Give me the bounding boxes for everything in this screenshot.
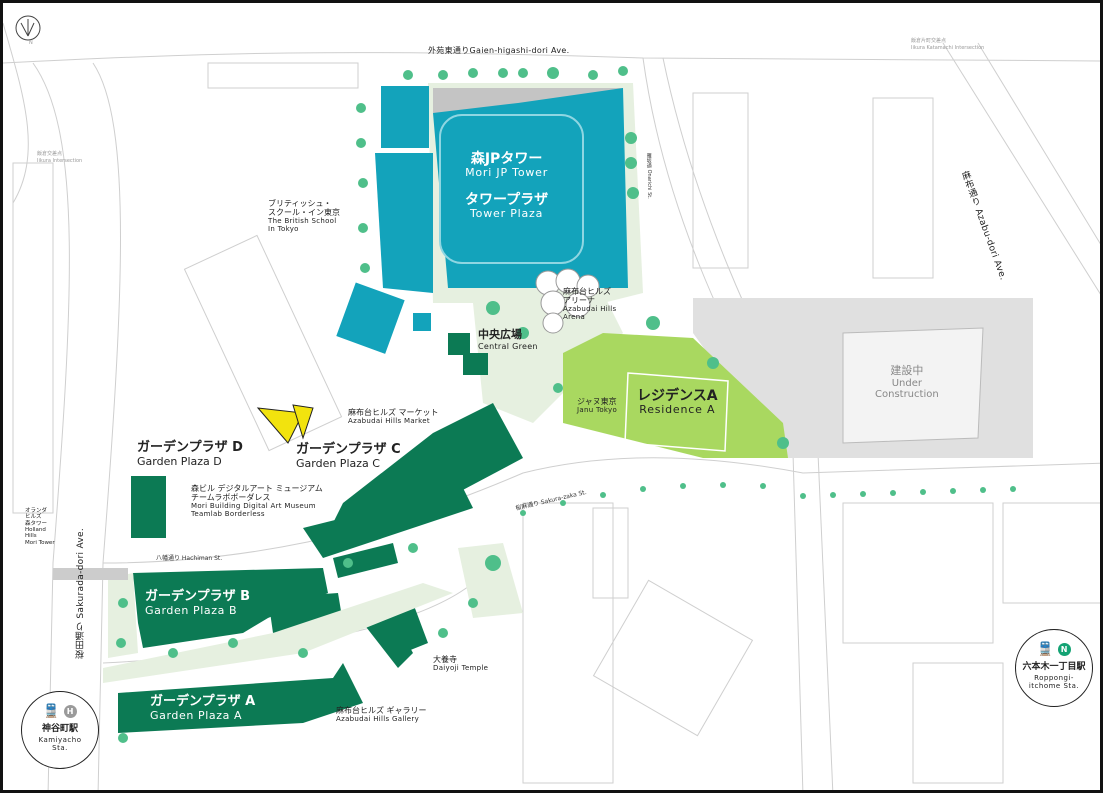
market-jp: 麻布台ヒルズ マーケット <box>348 408 439 417</box>
station-kamiyacho-en1: Kamiyacho <box>38 736 82 744</box>
road-lines <box>3 22 1100 790</box>
plaza-c-en: Garden Plaza C <box>296 456 380 470</box>
road-gaien: 外苑東通りGaien-higashi-dori Ave. <box>428 46 570 55</box>
train-icon: 🚆 <box>43 704 60 719</box>
intersection-iikura-jp: 飯倉交差点 <box>37 151 63 157</box>
road-sakurada: 桜田通り Sakurada-dori Ave. <box>76 528 86 659</box>
gallery-jp: 麻布台ヒルズ ギャラリー <box>336 706 427 715</box>
central-green-label[interactable]: 中央広場 Central Green <box>478 328 538 351</box>
janu-en: Janu Tokyo <box>577 406 618 415</box>
british-school-label[interactable]: ブリティッシュ・ スクール・イン東京 The British School In… <box>268 199 340 233</box>
station-kamiyacho-jp: 神谷町駅 <box>41 724 78 734</box>
british-school-building <box>375 153 433 293</box>
janu-jp: ジャヌ東京 <box>577 397 617 406</box>
plaza-c-jp: ガーデンプラザ C <box>296 442 401 457</box>
teamlab-jp2: チームラボボーダレス <box>191 493 271 503</box>
pool <box>332 278 409 358</box>
compass-icon <box>15 15 41 41</box>
construction-jp: 建設中 <box>890 364 924 377</box>
british-school-jp2: スクール・イン東京 <box>268 208 340 218</box>
intersection-iikura-katamachi-jp: 飯倉片町交差点 <box>911 38 947 44</box>
arena-jp1: 麻布台ヒルズ <box>563 287 611 296</box>
train-icon: 🚆 <box>1037 642 1054 657</box>
intersection-iikura-katamachi-en: Iikura Katamachi Intersection <box>911 45 985 51</box>
residence-a-grounds <box>563 333 788 458</box>
holland-hills-label[interactable]: オランダ ヒルズ 森タワー Holland Hills Mori Tower <box>25 508 55 546</box>
residence-a-en: Residence A <box>639 403 716 417</box>
construction-label: 建設中 Under Construction <box>875 364 939 401</box>
tower-plaza-jp: タワープラザ <box>465 191 549 208</box>
plaza-a-en: Garden Plaza A <box>150 708 243 722</box>
central-green-jp: 中央広場 <box>478 328 522 341</box>
road-hachiman: 八幡通り Hachiman St. <box>156 555 223 562</box>
plaza-d-en: Garden Plaza D <box>137 454 222 468</box>
plaza-d-label[interactable]: ガーデンプラザ D Garden Plaza D <box>137 440 243 469</box>
mori-jp-tower-label[interactable]: 森JPタワー Mori JP Tower タワープラザ Tower Plaza <box>465 151 548 220</box>
compass-label: N <box>29 40 33 46</box>
plaza-a-label[interactable]: ガーデンプラザ A Garden Plaza A <box>150 694 256 723</box>
station-roppongi-jp: 六本木一丁目駅 <box>1022 662 1086 672</box>
gallery-label[interactable]: 麻布台ヒルズ ギャラリー Azabudai Hills Gallery <box>336 706 427 723</box>
plaza-b-label[interactable]: ガーデンプラザ B Garden Plaza B <box>145 589 251 618</box>
arena-en1: Azabudai Hills <box>563 305 617 314</box>
british-school-en2: In Tokyo <box>268 225 299 234</box>
tower-plaza-en: Tower Plaza <box>470 206 544 220</box>
mori-jp-tower-en: Mori JP Tower <box>465 166 549 180</box>
plaza-d-jp: ガーデンプラザ D <box>137 440 243 455</box>
daiyoji-jp: 大養寺 <box>433 655 457 664</box>
plaza-b-en: Garden Plaza B <box>145 603 238 617</box>
janu-label[interactable]: ジャヌ東京 Janu Tokyo <box>577 397 617 414</box>
plaza-a-jp: ガーデンプラザ A <box>150 694 256 709</box>
gallery-en: Azabudai Hills Gallery <box>336 715 420 724</box>
central-green-en: Central Green <box>478 341 538 351</box>
station-roppongi-en2: itchome Sta. <box>1028 682 1080 690</box>
holland-jp3: 森タワー <box>25 520 48 527</box>
tower-annex <box>381 86 429 148</box>
british-school-jp1: ブリティッシュ・ <box>268 199 332 208</box>
mori-jp-tower-jp: 森JPタワー <box>470 151 543 167</box>
market-en: Azabudai Hills Market <box>348 417 430 426</box>
daiyoji-en: Daiyoji Temple <box>433 664 489 673</box>
british-school-en1: The British School <box>268 217 337 226</box>
station-roppongi-en1: Roppongi- <box>1034 674 1074 682</box>
construction-en2: Construction <box>875 389 939 401</box>
plaza-b-jp: ガーデンプラザ B <box>145 589 251 604</box>
line-badge-n: N <box>1057 643 1071 656</box>
map-base <box>3 15 1100 790</box>
line-badge-h: H <box>63 705 77 718</box>
central-green-park <box>473 293 623 423</box>
residence-a-building <box>624 372 729 452</box>
plaza-c-marker <box>292 404 314 440</box>
trees <box>116 66 789 743</box>
arena-jp2: アリーナ <box>563 296 595 306</box>
plaza-c-label[interactable]: ガーデンプラザ C Garden Plaza C <box>296 442 401 471</box>
construction-building <box>842 327 984 444</box>
road-onarichi: 雁坂通 Onarichi St. <box>645 153 652 199</box>
arena-building <box>535 268 600 334</box>
teamlab-label[interactable]: 森ビル デジタルアート ミュージアム チームラボボーダレス Mori Build… <box>191 484 323 518</box>
plaza-d-marker <box>256 407 304 444</box>
residence-a-jp: レジデンスA <box>637 388 718 404</box>
construction-en1: Under <box>891 377 922 389</box>
garden-plazas <box>118 403 523 733</box>
arena-en2: Arena <box>563 313 586 322</box>
intersection-iikura-en: Iikura Intersection <box>37 158 83 164</box>
daiyoji-label[interactable]: 大養寺 Daiyoji Temple <box>433 655 488 672</box>
teamlab-jp1: 森ビル デジタルアート ミュージアム <box>191 484 323 493</box>
mori-jp-tower-core <box>439 114 584 264</box>
holland-en2: Hills <box>25 533 37 540</box>
holland-en3: Mori Tower <box>25 539 55 546</box>
station-kamiyacho[interactable]: 🚆H 神谷町駅 Kamiyacho Sta. <box>21 691 99 769</box>
holland-en1: Holland <box>25 526 46 533</box>
market-label[interactable]: 麻布台ヒルズ マーケット Azabudai Hills Market <box>348 408 439 425</box>
arena-label[interactable]: 麻布台ヒルズ アリーナ Azabudai Hills Arena <box>563 287 616 321</box>
holland-jp1: オランダ <box>25 508 48 514</box>
residence-a-label[interactable]: レジデンスA Residence A <box>637 388 718 417</box>
station-roppongi-itchome[interactable]: 🚆N 六本木一丁目駅 Roppongi- itchome Sta. <box>1015 629 1093 707</box>
teamlab-en1: Mori Building Digital Art Museum <box>191 502 316 511</box>
holland-jp2: ヒルズ <box>25 514 42 521</box>
station-kamiyacho-en2: Sta. <box>52 744 68 752</box>
teamlab-en2: Teamlab Borderless <box>191 510 265 519</box>
